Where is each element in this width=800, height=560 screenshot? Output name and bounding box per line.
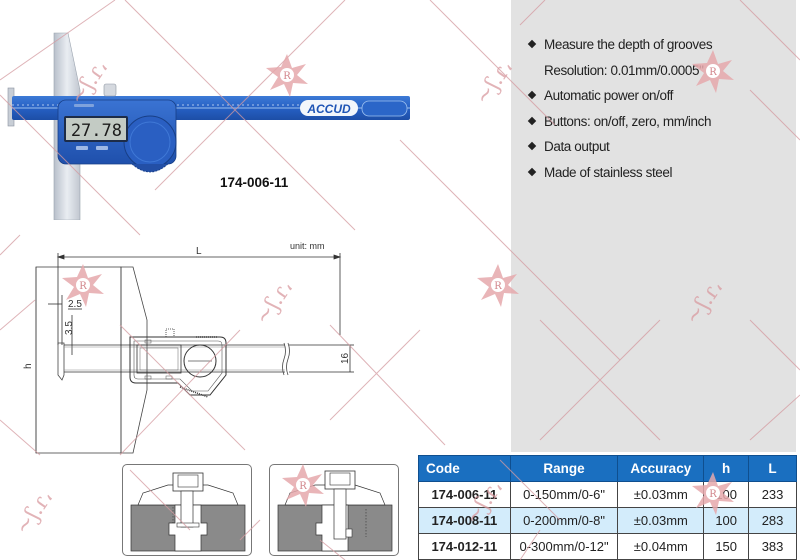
dim-16-label: 16 [340, 352, 351, 364]
cell-L: 283 [748, 507, 797, 534]
cell-code: 174-008-11 [418, 507, 511, 534]
diamond-bullet-icon [527, 90, 537, 100]
cell-h: 100 [703, 507, 750, 534]
diamond-bullet-icon [527, 141, 537, 151]
unit-label: unit: mm [290, 241, 325, 251]
table-row: 174-006-11 0-150mm/0-6" ±0.03mm 100 233 [418, 481, 797, 508]
mode-button [96, 146, 108, 150]
dim-L-label: L [196, 246, 202, 257]
feature-item: Buttons: on/off, zero, mm/inch [527, 109, 793, 135]
product-model-caption: 174-006-11 [220, 175, 289, 190]
col-header-L: L [748, 455, 797, 482]
zero-button [76, 146, 88, 150]
dim-h-label: h [23, 363, 34, 369]
feature-item: Automatic power on/off [527, 83, 793, 109]
cell-range: 0-200mm/0-8" [509, 507, 619, 534]
cell-accuracy: ±0.03mm [617, 481, 705, 508]
groove-measurement-diagram [277, 470, 393, 552]
cell-h: 100 [703, 481, 750, 508]
cell-code: 174-012-11 [418, 533, 511, 560]
svg-text:R: R [494, 281, 502, 292]
dim-2.5-label: 2.5 [68, 299, 82, 310]
digital-depth-caliper-image: ACCUD 27.78 [7, 32, 410, 221]
usage-sketch-2 [269, 464, 399, 556]
dim-3.5-label: 3.5 [64, 321, 75, 335]
cell-accuracy: ±0.03mm [617, 507, 705, 534]
product-photo: ACCUD 27.78 [0, 20, 420, 221]
cell-L: 233 [748, 481, 797, 508]
watermark-script: ~ʃ.ɾ، [10, 485, 59, 540]
cell-code: 174-006-11 [418, 481, 511, 508]
col-header-h: h [703, 455, 750, 482]
spec-table: Code Range Accuracy h L 174-006-11 0-150… [418, 455, 797, 560]
cell-accuracy: ±0.04mm [617, 533, 705, 560]
col-header-accuracy: Accuracy [617, 455, 705, 482]
brand-label: ACCUD [306, 102, 351, 116]
feature-item: Made of stainless steel [527, 160, 793, 186]
col-header-range: Range [509, 455, 619, 482]
diamond-bullet-icon [527, 167, 537, 176]
technical-drawing: L unit: mm h 2.5 3.5 16 [0, 235, 420, 457]
cell-range: 0-150mm/0-6" [509, 481, 619, 508]
col-header-code: Code [418, 455, 511, 482]
table-row: 174-012-11 0-300mm/0-12" ±0.04mm 150 383 [418, 533, 797, 560]
dimension-drawing: L unit: mm h 2.5 3.5 16 [23, 241, 354, 454]
table-row: 174-008-11 0-200mm/0-8" ±0.03mm 100 283 [418, 507, 797, 534]
cell-h: 150 [703, 533, 750, 560]
groove-measurement-diagram [130, 472, 246, 552]
feature-list: Measure the depth of grooves Resolution:… [527, 32, 793, 186]
feature-item: Data output [527, 134, 793, 160]
lcd-reading: 27.78 [71, 121, 122, 141]
cell-range: 0-300mm/0-12" [509, 533, 619, 560]
feature-item: Resolution: 0.01mm/0.0005" [544, 62, 704, 78]
cell-L: 383 [748, 533, 797, 560]
feature-item: Measure the depth of grooves [527, 32, 793, 58]
diamond-bullet-icon [527, 116, 537, 125]
table-header-row: Code Range Accuracy h L [418, 455, 797, 482]
diamond-bullet-icon [527, 39, 537, 49]
usage-sketch-1 [122, 464, 252, 556]
